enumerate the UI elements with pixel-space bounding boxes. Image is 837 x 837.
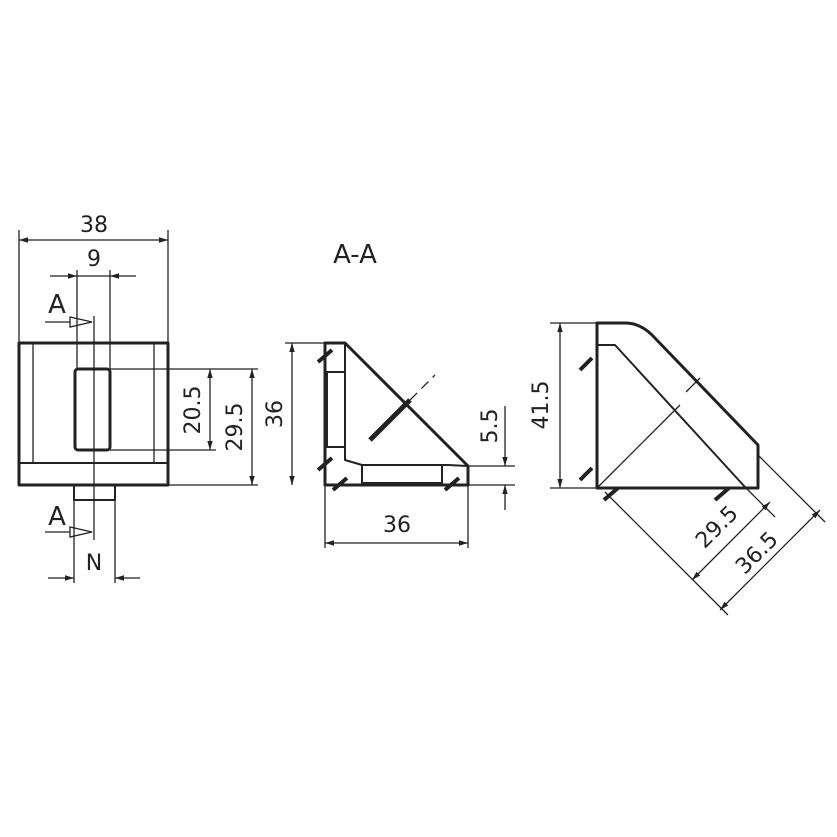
dim-label-slot-bottom: 29.5 (223, 403, 248, 452)
side-view: 41.5 29.5 36.5 (529, 321, 826, 616)
section-title: A-A (333, 240, 377, 270)
section-mark-top: A (48, 290, 66, 320)
dim-label-width: 36 (383, 513, 411, 538)
front-view: 38 9 A A N 20.5 29.5 36 (17, 213, 325, 583)
slot (73, 367, 112, 452)
dim-label-slot-height: 20.5 (181, 386, 206, 435)
section-view: A-A 36 5.5 (316, 240, 515, 548)
side-outline (595, 321, 760, 490)
dim-label-base: 5.5 (478, 409, 503, 444)
dim-label-height: 36 (263, 400, 288, 428)
dim-label-height: 41.5 (529, 381, 554, 430)
dim-label-nut: N (86, 551, 102, 576)
dim-label-slot-width: 9 (87, 247, 101, 272)
section-outline (323, 341, 470, 487)
dim-label-inner-diag: 29.5 (691, 501, 743, 553)
section-mark-bottom: A (48, 502, 66, 532)
dim-label-width: 38 (80, 213, 108, 238)
